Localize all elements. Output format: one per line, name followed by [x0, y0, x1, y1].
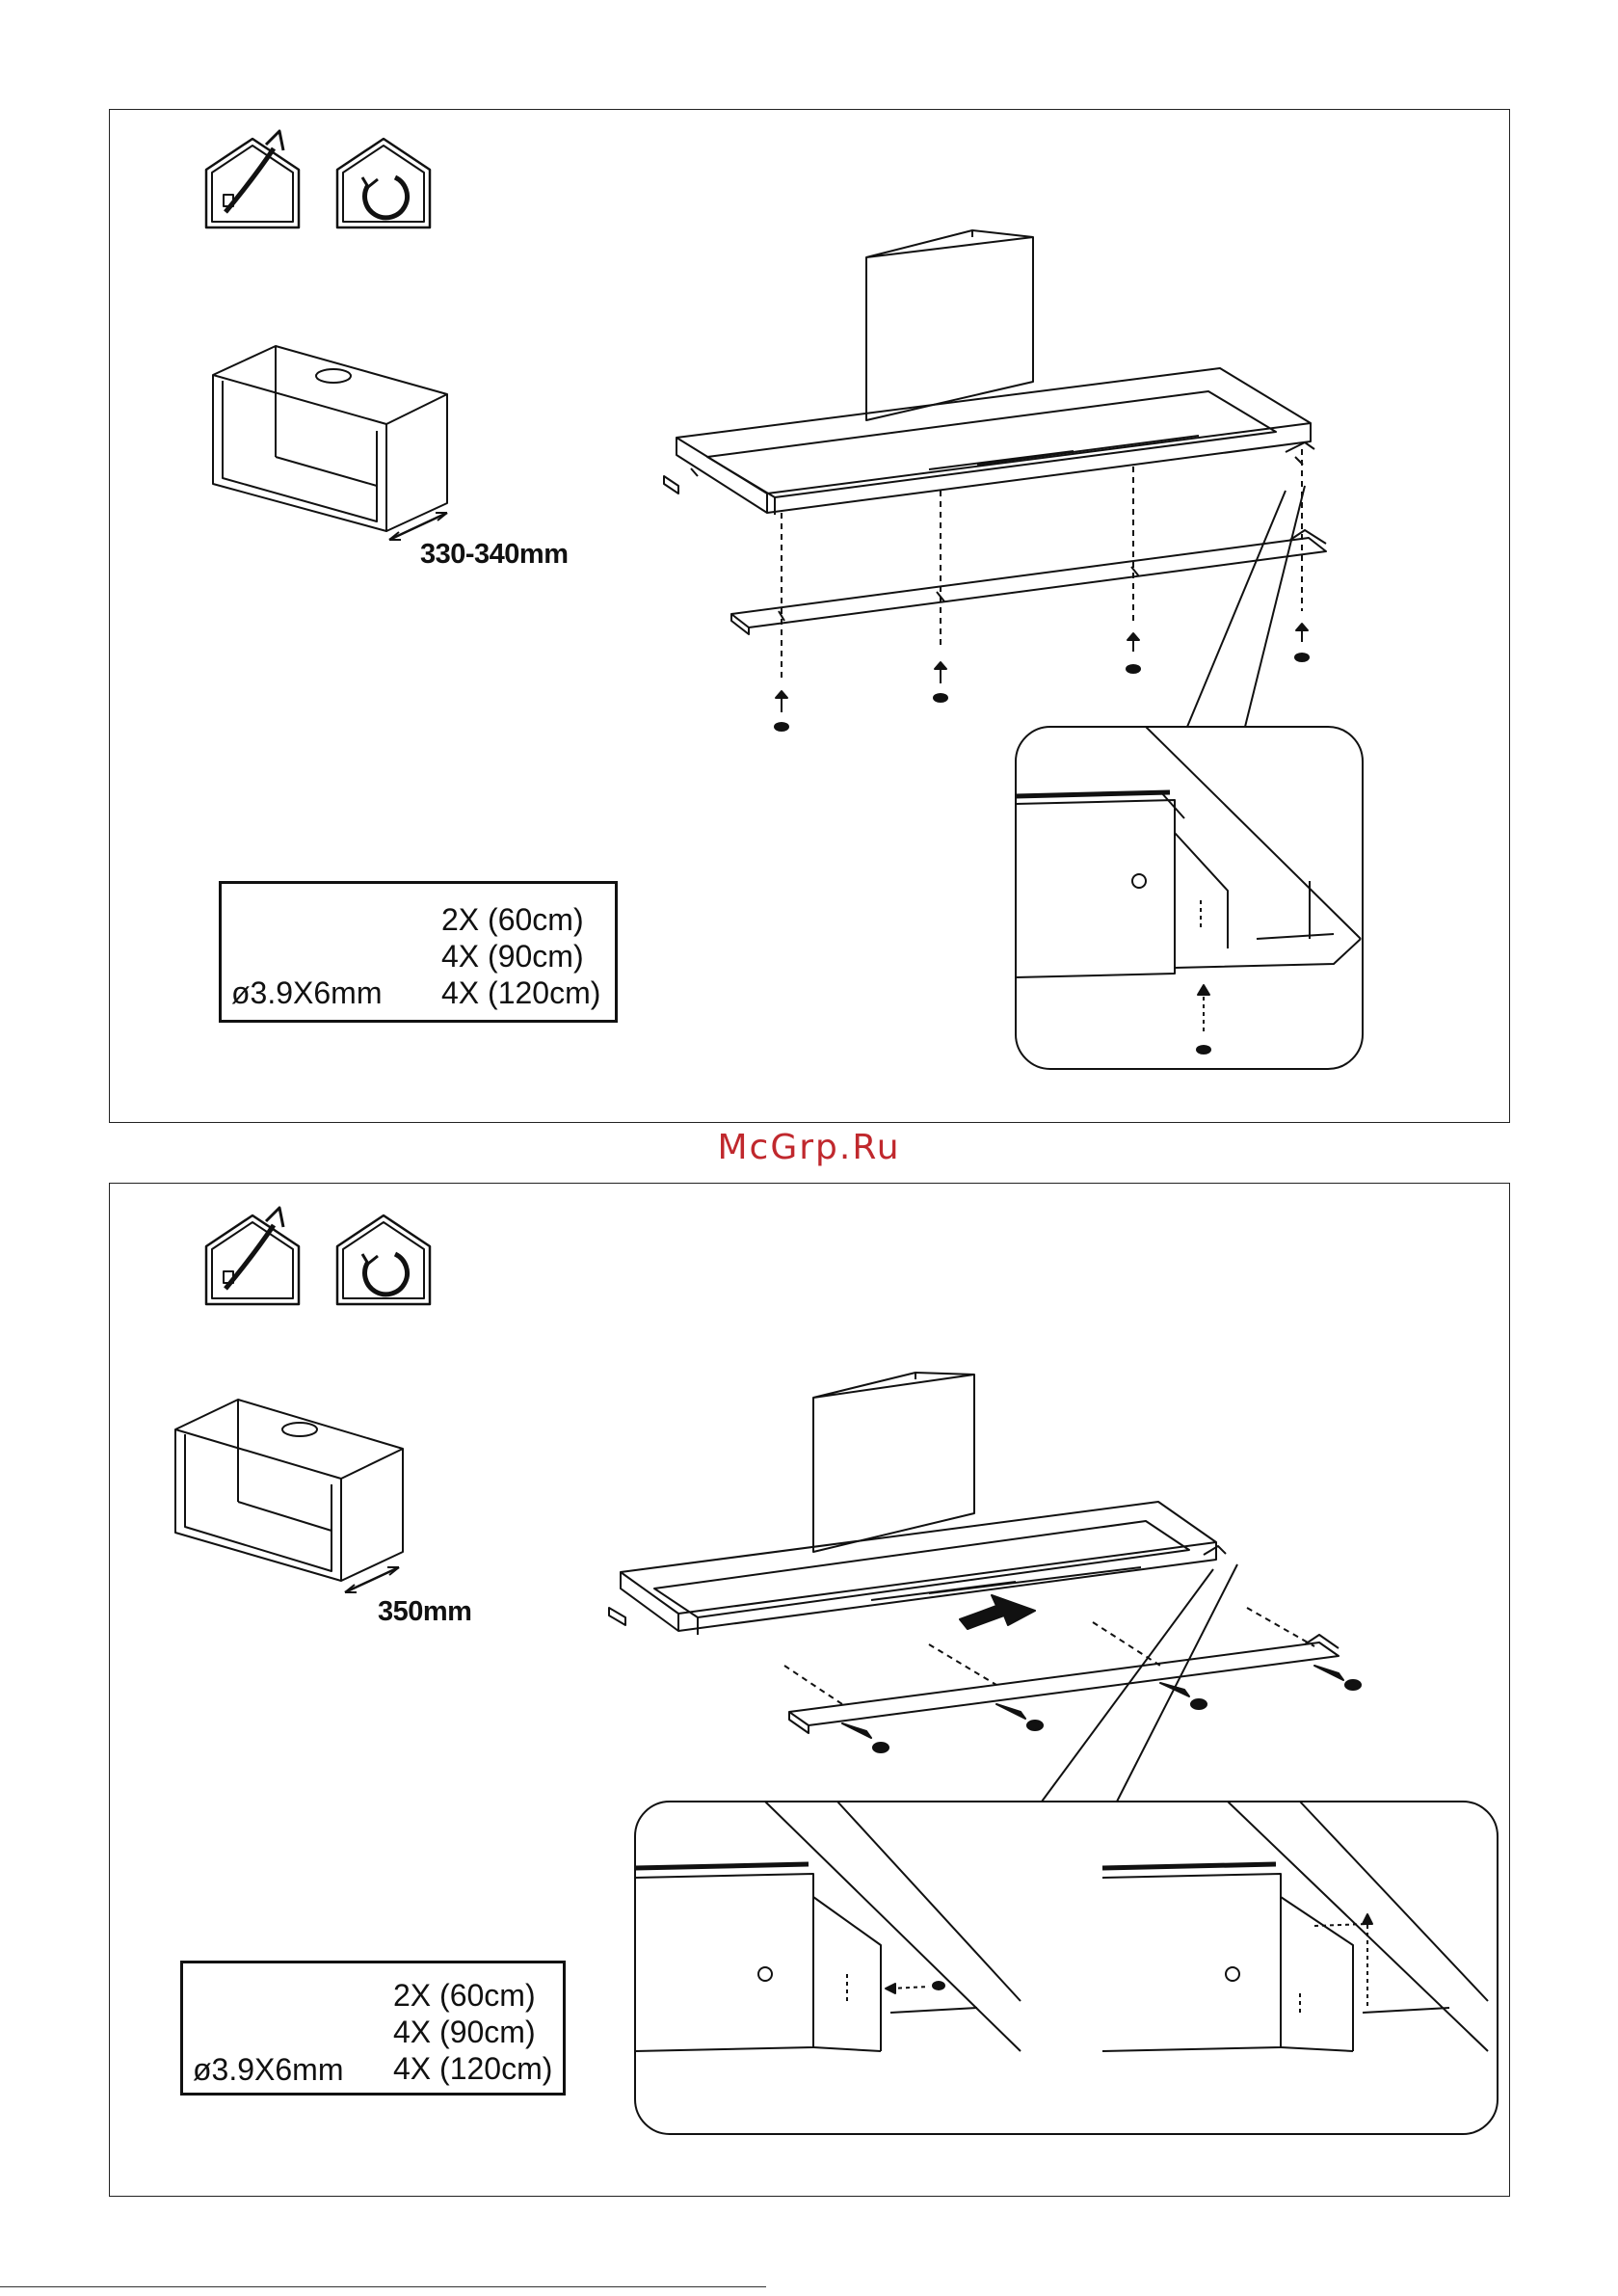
recirculation-icon	[337, 1215, 430, 1304]
callout-line	[1042, 1569, 1213, 1802]
screw-quantity-list: 2X (60cm) 4X (90cm) 4X (120cm)	[393, 1977, 552, 2087]
screw-spec-box: ø3.9X6mm 2X (60cm) 4X (90cm) 4X (120cm)	[219, 881, 618, 1023]
screw-quantity-60cm: 2X (60cm)	[393, 1977, 552, 2014]
detail-view-drawing	[1016, 727, 1363, 1069]
wall-cabinet-drawing	[175, 1400, 403, 1592]
recirculation-icon	[337, 139, 430, 227]
alignment-lines	[784, 1608, 1314, 1704]
mounting-strip-drawing	[731, 530, 1326, 634]
installation-panel-1: 330-340mm ø3.9X6mm 2X (60cm) 4X (90cm) 4…	[109, 109, 1510, 1123]
screw-quantity-90cm: 4X (90cm)	[393, 2014, 552, 2050]
callout-line	[1245, 486, 1305, 727]
installation-panel-2: 350mm ø3.9X6mm 2X (60cm) 4X (90cm) 4X (1…	[109, 1183, 1510, 2197]
screw-arrows	[842, 1666, 1361, 1752]
screw-quantity-120cm: 4X (120cm)	[441, 974, 600, 1011]
watermark: McGrp.Ru	[0, 1128, 1618, 1167]
cabinet-depth-label: 330-340mm	[420, 539, 569, 571]
cooker-hood-drawing	[609, 1373, 1226, 1635]
screw-quantity-list: 2X (60cm) 4X (90cm) 4X (120cm)	[441, 901, 600, 1011]
cabinet-depth-label: 350mm	[378, 1596, 471, 1628]
detail-view-drawing	[635, 1802, 1498, 2134]
mounting-strip-drawing	[789, 1635, 1339, 1733]
footer-divider	[0, 2286, 766, 2287]
callout-line	[1187, 491, 1286, 727]
screw-spec-box: ø3.9X6mm 2X (60cm) 4X (90cm) 4X (120cm)	[180, 1961, 566, 2096]
cooker-hood-drawing	[664, 230, 1314, 515]
screw-size-label: ø3.9X6mm	[193, 2052, 343, 2088]
push-arrow	[960, 1595, 1035, 1629]
screw-quantity-90cm: 4X (90cm)	[441, 938, 600, 974]
ducted-extraction-icon	[206, 1208, 299, 1304]
ducted-extraction-icon	[206, 131, 299, 227]
screw-quantity-60cm: 2X (60cm)	[441, 901, 600, 938]
wall-cabinet-drawing	[213, 346, 447, 540]
screw-size-label: ø3.9X6mm	[231, 975, 382, 1011]
screw-arrows	[775, 624, 1309, 731]
screw-quantity-120cm: 4X (120cm)	[393, 2050, 552, 2087]
